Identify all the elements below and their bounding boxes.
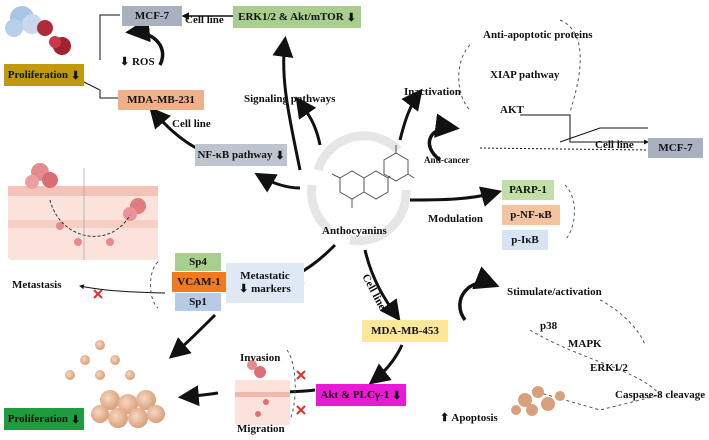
mcf7-box-top: MCF-7 [122, 6, 182, 26]
anthocyanin-molecule-icon [331, 145, 415, 208]
center-cycle-arrows [306, 131, 411, 246]
metastatic-markers-box: Metastatic ⬇ markers [226, 263, 304, 303]
cell-line-label-2: Cell line [172, 118, 211, 130]
mda-mb-231-box: MDA-MB-231 [118, 90, 204, 110]
down-arrow-icon: ⬇ [71, 69, 81, 82]
xiap-pathway-label: XIAP pathway [490, 69, 560, 81]
mcf7-box-right: MCF-7 [648, 138, 703, 158]
cell-line-label-right: Cell line [595, 139, 634, 151]
nf-kb-pathway-box: NF-κB pathway⬇ [195, 144, 287, 166]
down-arrow-icon: ⬇ [71, 413, 81, 426]
anti-cancer-label: Anti-cancer [424, 155, 470, 165]
akt-label: AKT [500, 104, 524, 116]
down-arrow-icon: ⬇ [239, 283, 249, 295]
anti-apoptotic-proteins-label: Anti-apoptotic proteins [483, 29, 593, 41]
p38-label: p38 [540, 320, 558, 332]
cell-proliferation-image [65, 340, 165, 428]
metastasis-label: Metastasis [12, 279, 62, 291]
cell-line-label-1: Cell line [185, 14, 224, 26]
down-arrow-icon: ⬇ [392, 389, 402, 402]
apoptosis-cells-image [511, 386, 565, 416]
sp1-box: Sp1 [175, 293, 221, 311]
ros-label: ⬇ ROS [120, 56, 155, 68]
connector-arrows [79, 12, 649, 407]
dashed-braces [150, 19, 661, 426]
parp1-box: PARP-1 [502, 180, 554, 200]
akt-plc-box: Akt & PLCγ-1⬇ [316, 384, 406, 406]
sp4-box: Sp4 [175, 253, 221, 271]
erk-label: ERK1/2 [590, 362, 628, 374]
anthocyanins-label: Anthocyanins [322, 225, 387, 237]
mda-mb-453-box: MDA-MB-453 [362, 320, 448, 342]
tumor-cluster-image [5, 6, 71, 55]
migration-label: Migration [237, 423, 285, 435]
vcam1-box: VCAM-1 [172, 272, 226, 292]
modulation-label: Modulation [428, 213, 484, 225]
down-arrow-icon: ⬇ [275, 149, 285, 162]
signaling-pathways-label: Signaling pathways [244, 93, 336, 105]
down-arrow-icon: ⬇ [346, 11, 356, 24]
inactivation-label: Inactivation [404, 86, 461, 98]
down-arrow-icon: ⬇ [120, 56, 130, 68]
stimulate-activation-label: Stimulate/activation [507, 286, 602, 298]
p-ikb-box: p-IκB [502, 230, 548, 250]
mapk-label: MAPK [568, 338, 602, 350]
proliferation-box-top: Proliferation⬇ [4, 64, 84, 86]
erk-akt-mtor-box: ERK1/2 & Akt/mTOR⬇ [233, 6, 361, 28]
tissue-metastasis-image [8, 163, 158, 260]
proliferation-box-bottom: Proliferation⬇ [4, 408, 84, 430]
apoptosis-label: ⬆ Apoptosis [440, 412, 498, 424]
invasion-label: Invasion [240, 352, 281, 364]
up-arrow-icon: ⬆ [440, 412, 450, 424]
caspase-8-label: Caspase-8 cleavage [615, 389, 706, 401]
invasion-migration-image [235, 360, 290, 425]
p-nf-kb-box: p-NF-κB [502, 205, 560, 225]
